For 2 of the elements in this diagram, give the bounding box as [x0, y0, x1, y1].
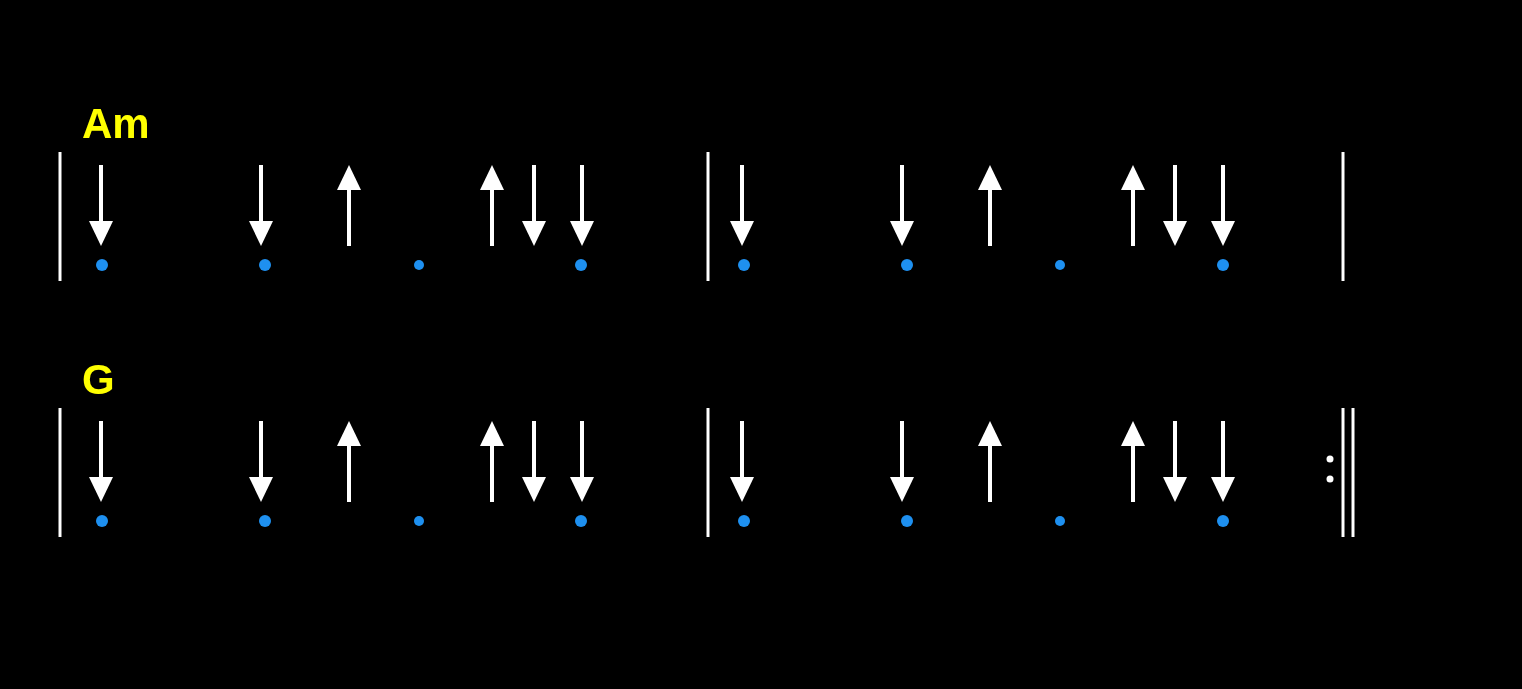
chord-name: G: [82, 359, 115, 401]
chord-name: Am: [82, 103, 150, 145]
